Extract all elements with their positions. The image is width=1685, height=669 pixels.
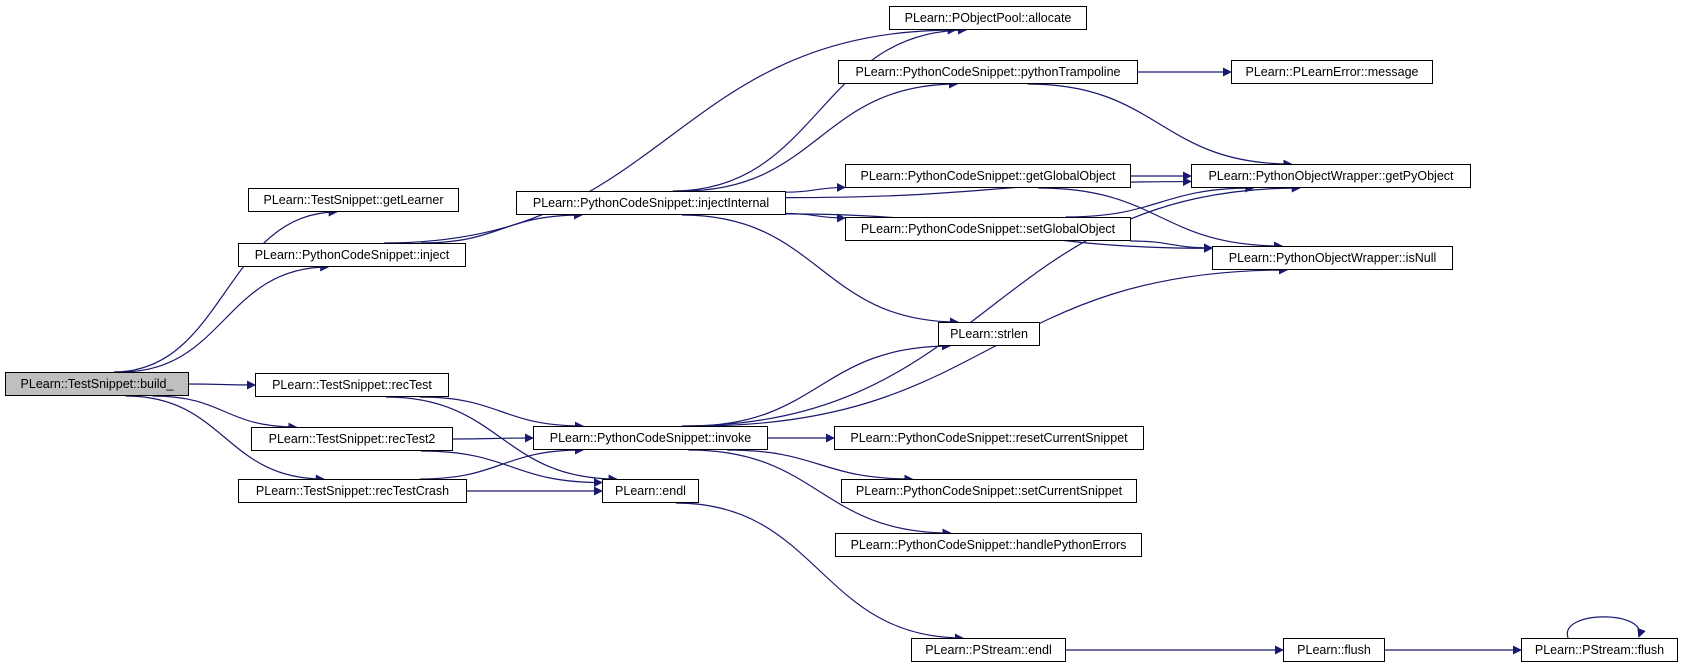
edge-injectInternal-to-allocate (672, 25, 968, 192)
node-message[interactable]: PLearn::PLearnError::message (1231, 60, 1433, 84)
node-recTestCrash[interactable]: PLearn::TestSnippet::recTestCrash (238, 479, 467, 503)
edge-invoke-to-setCurrentSnippet (727, 449, 914, 484)
node-resetCurrentSnippet[interactable]: PLearn::PythonCodeSnippet::resetCurrentS… (834, 426, 1144, 450)
node-strlen[interactable]: PLearn::strlen (938, 322, 1040, 346)
node-pstreamEndl[interactable]: PLearn::PStream::endl (911, 638, 1066, 662)
node-endl[interactable]: PLearn::endl (602, 479, 699, 503)
node-pstreamFlush[interactable]: PLearn::PStream::flush (1521, 638, 1678, 662)
node-recTest[interactable]: PLearn::TestSnippet::recTest (255, 373, 449, 397)
edge-invoke-to-handlePythonErrors (688, 449, 952, 538)
edge-injectInternal-to-strlen (681, 214, 959, 327)
edge-pythonTrampoline-to-getPyObject (1027, 83, 1293, 169)
edge-build-to-recTest2 (152, 395, 298, 432)
edge-recTestCrash-to-invoke (419, 445, 584, 480)
edge-setGlobalObject-to-isNull (1130, 240, 1213, 253)
node-inject[interactable]: PLearn::PythonCodeSnippet::inject (238, 243, 466, 267)
edge-inject-to-injectInternal (420, 210, 583, 244)
node-handlePythonErrors[interactable]: PLearn::PythonCodeSnippet::handlePythonE… (835, 533, 1142, 557)
edge-recTest2-to-endl (420, 450, 603, 488)
edge-injectInternal-to-pythonTrampoline (681, 79, 959, 192)
edge-pstreamFlush-to-pstreamFlush (1566, 616, 1646, 639)
edge-recTest-to-invoke (419, 396, 584, 431)
edge-build-to-inject (120, 262, 330, 373)
edge-build-to-recTestCrash (125, 395, 325, 484)
node-invoke[interactable]: PLearn::PythonCodeSnippet::invoke (533, 426, 768, 450)
node-pythonTrampoline[interactable]: PLearn::PythonCodeSnippet::pythonTrampol… (838, 60, 1138, 84)
node-injectInternal[interactable]: PLearn::PythonCodeSnippet::injectInterna… (516, 191, 786, 215)
edge-invoke-to-isNull (695, 265, 1288, 427)
node-recTest2[interactable]: PLearn::TestSnippet::recTest2 (251, 427, 453, 451)
node-getPyObject[interactable]: PLearn::PythonObjectWrapper::getPyObject (1191, 164, 1471, 188)
node-flush[interactable]: PLearn::flush (1283, 638, 1385, 662)
edge-build-to-getLearner (113, 207, 338, 373)
edge-inject-to-allocate (384, 25, 957, 244)
node-setCurrentSnippet[interactable]: PLearn::PythonCodeSnippet::setCurrentSni… (841, 479, 1137, 503)
node-setGlobalObject[interactable]: PLearn::PythonCodeSnippet::setGlobalObje… (845, 217, 1131, 241)
edge-getGlobalObject-to-isNull (1038, 187, 1283, 251)
node-isNull[interactable]: PLearn::PythonObjectWrapper::isNull (1212, 246, 1453, 270)
edge-injectInternal-to-getGlobalObject (785, 182, 846, 193)
edge-invoke-to-getPyObject (681, 183, 1301, 427)
node-getGlobalObject[interactable]: PLearn::PythonCodeSnippet::getGlobalObje… (845, 164, 1131, 188)
node-getLearner[interactable]: PLearn::TestSnippet::getLearner (248, 188, 459, 212)
node-build[interactable]: PLearn::TestSnippet::build_ (5, 372, 189, 396)
edge-invoke-to-strlen (689, 341, 951, 427)
edge-setGlobalObject-to-getPyObject (1065, 183, 1255, 218)
edge-recTest2-to-invoke (452, 433, 534, 443)
edge-endl-to-pstreamEndl (676, 502, 964, 643)
edge-build-to-recTest (188, 380, 256, 390)
node-allocate[interactable]: PLearn::PObjectPool::allocate (889, 6, 1087, 30)
